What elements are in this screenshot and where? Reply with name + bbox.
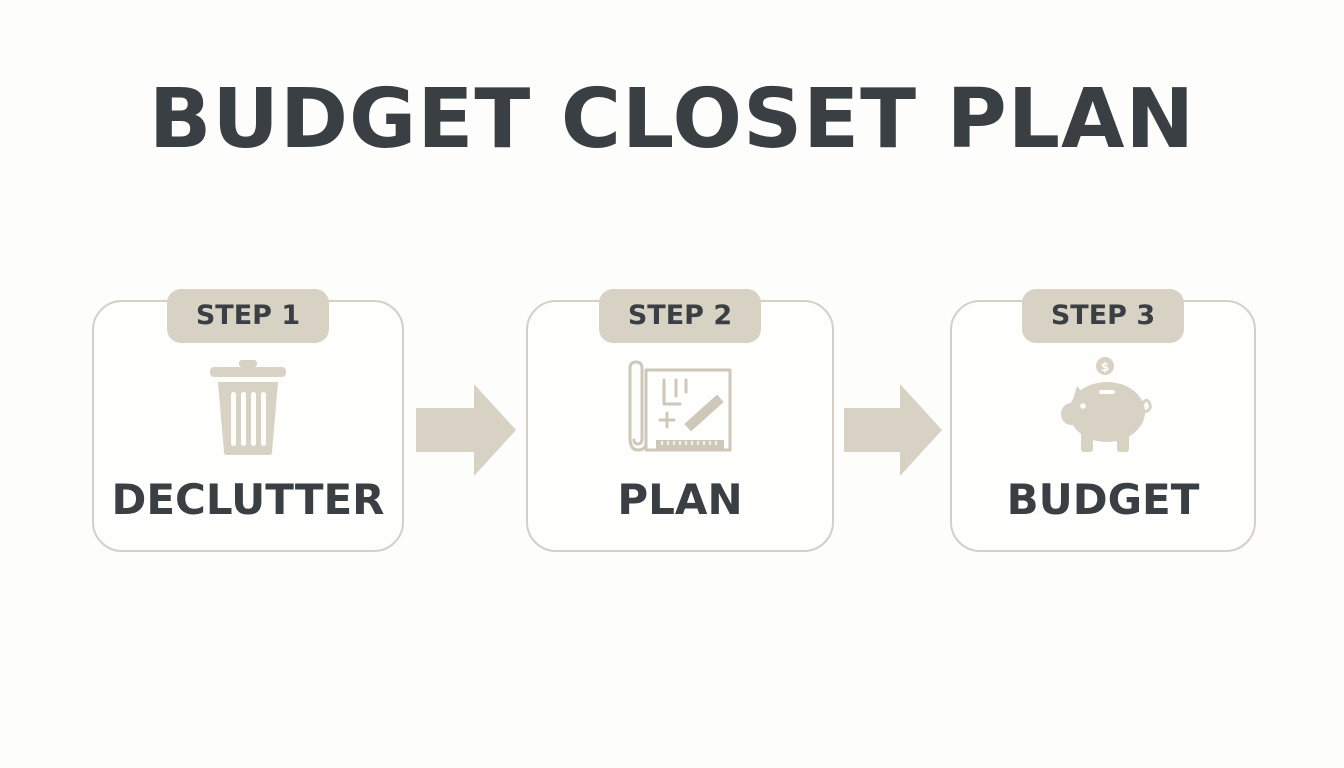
arrow-right-icon [416,384,516,476]
step-card-plan: STEP 2 PLAN [526,289,834,552]
step-label-plan: PLAN [617,475,743,524]
page-title: BUDGET CLOSET PLAN [148,72,1196,167]
step-badge: STEP 2 [599,289,761,343]
arrow-right-icon [844,384,942,476]
svg-text:$: $ [1101,360,1109,374]
step-badge: STEP 1 [167,289,329,343]
step-label-budget: BUDGET [1006,475,1200,524]
step-label-declutter: DECLUTTER [111,475,385,524]
step-card-budget: STEP 3 $ BUDGET [950,289,1256,552]
piggy-bank-icon: $ [1061,357,1152,452]
blueprint-icon [628,360,732,452]
step-badge: STEP 3 [1022,289,1184,343]
trash-can-icon [210,360,286,455]
step-card-declutter: STEP 1 DECLUTTER [92,289,404,552]
